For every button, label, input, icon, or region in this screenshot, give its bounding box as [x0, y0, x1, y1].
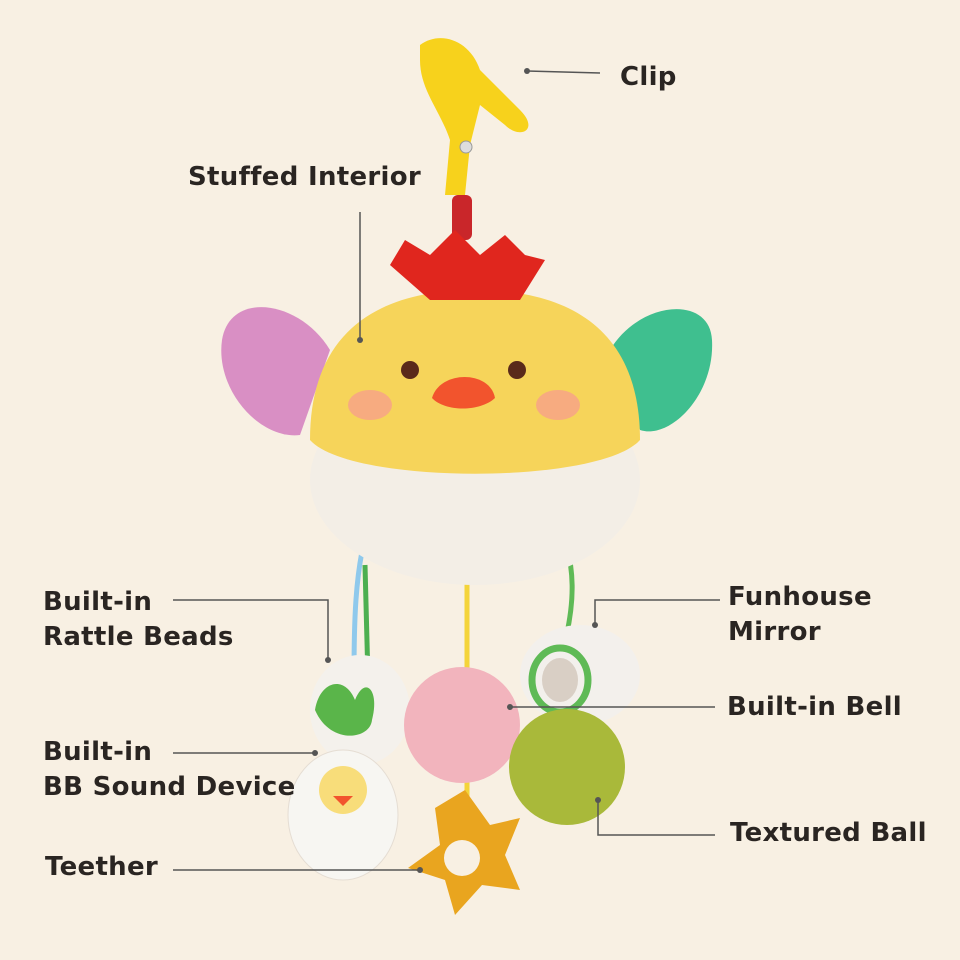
rattle-bead-shell — [310, 655, 410, 765]
label-bb-sound-device: Built-in BB Sound Device — [43, 735, 296, 805]
label-funhouse-mirror-line1: Funhouse — [728, 582, 872, 612]
label-funhouse-mirror-line2: Mirror — [728, 617, 821, 647]
left-wing — [221, 307, 330, 436]
rattle-beads-leader — [173, 599, 329, 660]
clip-image — [420, 38, 529, 240]
label-teether: Teether — [45, 852, 159, 882]
funhouse-mirror-leader — [594, 599, 720, 625]
label-bb-sound-line2: BB Sound Device — [43, 772, 296, 802]
textured-ball-leader — [597, 800, 715, 836]
teether-image — [408, 790, 520, 915]
label-clip: Clip — [620, 62, 677, 92]
pink-bell-ball — [404, 667, 520, 783]
funhouse-mirror-image — [520, 625, 640, 725]
clip-leader — [526, 70, 601, 74]
bb-sound-device-image — [287, 749, 399, 881]
label-stuffed-interior: Stuffed Interior — [188, 162, 422, 192]
label-bb-sound-line1: Built-in — [43, 737, 153, 767]
label-rattle-beads: Built-in Rattle Beads — [43, 585, 234, 655]
label-rattle-beads-line1: Built-in — [43, 587, 153, 617]
label-textured-ball: Textured Ball — [730, 818, 927, 848]
leader-lines — [173, 70, 720, 871]
label-rattle-beads-line2: Rattle Beads — [43, 622, 234, 652]
green-textured-ball — [509, 709, 625, 825]
chick-body — [310, 230, 640, 585]
label-built-in-bell: Built-in Bell — [727, 692, 903, 722]
leader-dots — [312, 68, 601, 873]
label-funhouse-mirror: Funhouse Mirror — [728, 580, 872, 650]
